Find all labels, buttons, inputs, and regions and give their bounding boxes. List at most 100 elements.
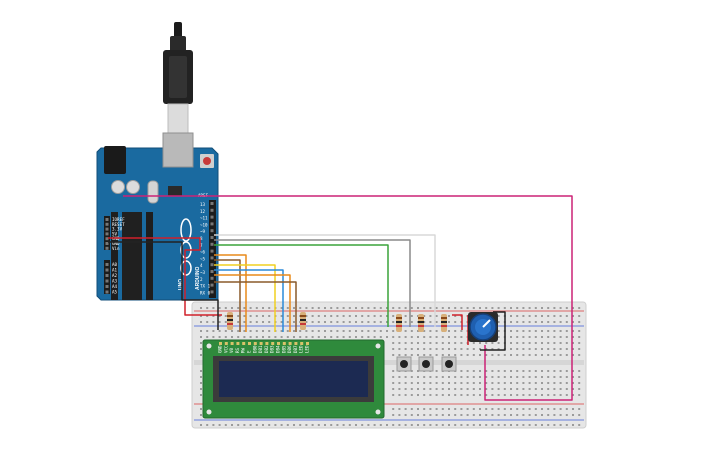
wire-red-5v [108, 237, 222, 316]
digital-header [209, 200, 216, 298]
digital-pin [210, 256, 214, 260]
power-pin-label: IOREF [112, 217, 125, 222]
lcd-pin-label: DB3 [270, 345, 275, 353]
power-pin-label: Vin [112, 246, 120, 251]
push-button[interactable] [396, 356, 412, 372]
wire-grey [214, 239, 411, 327]
lcd-pin [219, 342, 222, 345]
resistor[interactable] [441, 314, 447, 332]
lcd-pin-label: DB4 [276, 345, 281, 353]
digital-pin-label: 7 [200, 243, 203, 248]
digital-pin-label: 8 [200, 236, 203, 241]
digital-pin-label: RX 0 [200, 290, 211, 295]
lcd-pin [294, 342, 298, 345]
wire-red-short [452, 314, 463, 330]
lcd-pin-label: DB1 [258, 345, 263, 353]
resistors[interactable] [227, 312, 447, 332]
usb-cable [163, 22, 193, 135]
analog-pin [105, 285, 109, 288]
lcd-pin [242, 342, 246, 345]
wire-green [214, 244, 389, 327]
lcd-pin [277, 342, 280, 345]
power-jack [104, 146, 126, 174]
digital-pin-label: 4 [200, 263, 203, 268]
digital-pin-label: 2 [200, 277, 203, 282]
lcd-pin [282, 342, 286, 345]
wire-magenta [123, 195, 573, 401]
push-buttons[interactable] [396, 356, 457, 372]
digital-pin-label: 12 [200, 209, 206, 214]
power-pin [105, 222, 109, 226]
power-pin-label: 3.3V [112, 227, 123, 232]
power-pin [105, 218, 109, 221]
digital-pin [210, 208, 214, 212]
analog-pin-label: A2 [112, 273, 118, 278]
potentiometer[interactable] [468, 312, 498, 342]
analog-pin [105, 279, 109, 283]
digital-pin [210, 215, 214, 219]
lcd-pin [253, 342, 257, 345]
power-pin-label: RESET [112, 222, 125, 227]
lcd-pin [288, 342, 292, 345]
analog-pin [105, 263, 109, 266]
analog-pin-label: A3 [112, 279, 118, 284]
lcd-pin [236, 342, 240, 345]
push-button[interactable] [418, 356, 434, 372]
digital-pin [210, 229, 214, 233]
digital-pin [210, 270, 214, 273]
lcd-pin-label: DB7 [293, 345, 298, 353]
digital-pin [210, 263, 214, 267]
resistor[interactable] [227, 312, 233, 330]
analog-pin-label: A5 [112, 290, 118, 295]
breadboard-holes [200, 307, 581, 426]
wires [108, 195, 573, 401]
analog-pin-label: A0 [112, 262, 118, 267]
power-pin [105, 227, 109, 231]
lcd-pin-header [219, 342, 309, 345]
wire-black-gnd [108, 241, 219, 330]
lcd-pin [300, 342, 304, 345]
digital-pin-label: TX 1 [200, 284, 211, 289]
digital-pin [210, 276, 214, 280]
push-button[interactable] [441, 356, 457, 372]
board-name: UNO [178, 279, 184, 290]
lcd-pin-label: VCC [223, 345, 228, 353]
lcd-pin-label: RS [235, 347, 240, 353]
analog-pin [105, 274, 109, 277]
digital-pin [210, 283, 214, 287]
digital-pin [210, 242, 214, 246]
wire-white [214, 234, 436, 327]
digital-pin [210, 202, 214, 205]
lcd-pin-label: DB0 [252, 345, 257, 353]
lcd-pin-label: DB2 [264, 345, 269, 353]
board-brand: ARDUINO [195, 267, 201, 290]
digital-pin-label: ~3 [200, 270, 206, 275]
digital-pin-label: ~6 [200, 250, 206, 255]
lcd-pin-label: DB6 [287, 345, 292, 353]
lcd-pin [271, 342, 275, 345]
lcd-pin [224, 342, 228, 345]
digital-pin-label: ~5 [200, 256, 206, 261]
digital-pin-label: ~10 [200, 222, 208, 227]
digital-pin [210, 222, 214, 226]
resistor[interactable] [396, 314, 402, 332]
resistor[interactable] [300, 312, 306, 330]
wire-orange [214, 254, 247, 332]
digital-pin [210, 236, 214, 239]
resistor[interactable] [418, 314, 424, 332]
lcd-pin-label: V0 [229, 347, 234, 353]
digital-pin [210, 249, 214, 253]
power-pin [105, 242, 109, 245]
lcd-pin-label: GND [218, 345, 223, 353]
analog-pin-label: A4 [112, 284, 118, 289]
analog-pin [105, 268, 109, 272]
digital-pin [210, 290, 214, 294]
wire-blue [214, 269, 284, 332]
power-pin-label: GND [112, 241, 120, 246]
wire-orange-2 [214, 274, 291, 332]
power-pin [105, 246, 109, 250]
wire-brown-2 [214, 281, 297, 332]
